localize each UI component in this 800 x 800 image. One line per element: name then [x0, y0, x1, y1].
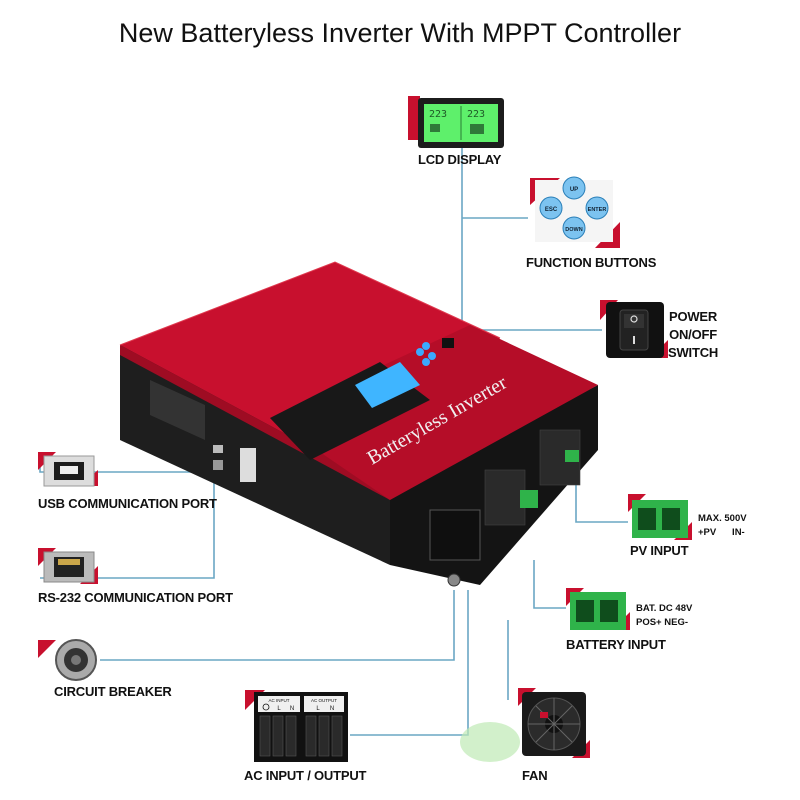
ac-output-tag: AC OUTPUT: [311, 698, 337, 703]
device-bat-terminal: [565, 450, 579, 462]
panel-button-4: [422, 358, 430, 366]
ac-in-n: N: [290, 706, 294, 712]
page-title: New Batteryless Inverter With MPPT Contr…: [118, 18, 682, 48]
label-fan: FAN: [522, 768, 548, 783]
button-enter-label: ENTER: [588, 207, 607, 213]
panel-button-1: [416, 348, 424, 356]
circuit-breaker-photo: [38, 639, 97, 681]
button-down-label: DOWN: [565, 227, 582, 233]
line-battery: [533, 560, 566, 609]
top-switch: [442, 338, 454, 348]
side-port-usb: [213, 445, 223, 453]
panel-button-3: [422, 342, 430, 350]
power-switch-photo: [600, 300, 668, 358]
side-vent: [150, 380, 205, 440]
inverter-body: [119, 261, 598, 587]
label-power-line1: POWER: [668, 309, 718, 324]
label-power-switch: POWER ON/OFF SWITCH: [668, 308, 718, 362]
label-rs232-port: RS-232 COMMUNICATION PORT: [38, 590, 233, 605]
device-pv-terminal: [520, 490, 538, 508]
label-lcd-display: LCD DISPLAY: [418, 152, 502, 167]
label-battery-input: BATTERY INPUT: [566, 637, 666, 652]
side-port-rj45: [213, 460, 223, 470]
lcd-value-left: 223: [429, 109, 447, 120]
bat-spec-line2: POS+ NEG-: [636, 617, 688, 628]
connector-lines: [39, 148, 628, 736]
button-down-icon: [562, 216, 586, 240]
label-usb-port: USB COMMUNICATION PORT: [38, 496, 217, 511]
rs232-port-photo: [38, 548, 98, 584]
line-ac: [350, 590, 469, 736]
button-esc-label: ESC: [545, 207, 558, 213]
pv-terminal-photo: [628, 494, 692, 540]
button-up-label: UP: [570, 187, 578, 193]
inverter-top-edge: [120, 345, 390, 500]
device-breaker: [447, 573, 461, 587]
lcd-display-photo: 223 223: [408, 96, 504, 148]
lcd-value-right: 223: [467, 109, 485, 120]
ac-input-tag: AC INPUT: [268, 698, 289, 703]
button-enter-icon: [585, 196, 609, 220]
side-label-block: [240, 448, 256, 482]
ac-in-l: L: [277, 706, 281, 712]
device-ac-terminal: [429, 509, 481, 561]
button-esc-icon: [539, 196, 563, 220]
function-buttons-photo: UP ESC ENTER DOWN: [530, 176, 620, 248]
label-function-buttons: FUNCTION BUTTONS: [526, 255, 657, 270]
label-circuit-breaker: CIRCUIT BREAKER: [54, 684, 172, 699]
label-ac-io: AC INPUT / OUTPUT: [244, 768, 367, 783]
ac-out-n: N: [330, 706, 334, 712]
panel-button-2: [428, 352, 436, 360]
ac-out-l: L: [316, 706, 320, 712]
battery-terminal-photo: [566, 588, 630, 630]
front-vents: [484, 429, 581, 526]
line-pv: [575, 470, 628, 523]
usb-port-photo: [38, 452, 98, 487]
line-breaker: [100, 590, 455, 661]
ac-terminal-photo: AC INPUT AC OUTPUT L N L N: [245, 690, 348, 762]
pv-spec-line1: MAX. 500V: [698, 513, 747, 524]
label-power-line3: SWITCH: [668, 345, 719, 360]
bat-spec-line1: BAT. DC 48V: [636, 603, 693, 614]
inverter-front-red: [270, 325, 598, 500]
button-up-icon: [562, 176, 586, 200]
fan-photo: [460, 688, 590, 762]
label-power-line2: ON/OFF: [669, 327, 717, 342]
pv-spec-line2: +PV IN-: [698, 527, 745, 538]
label-pv-input: PV INPUT: [630, 543, 689, 558]
top-ridge: [119, 261, 501, 346]
lcd-screen: [355, 362, 420, 408]
